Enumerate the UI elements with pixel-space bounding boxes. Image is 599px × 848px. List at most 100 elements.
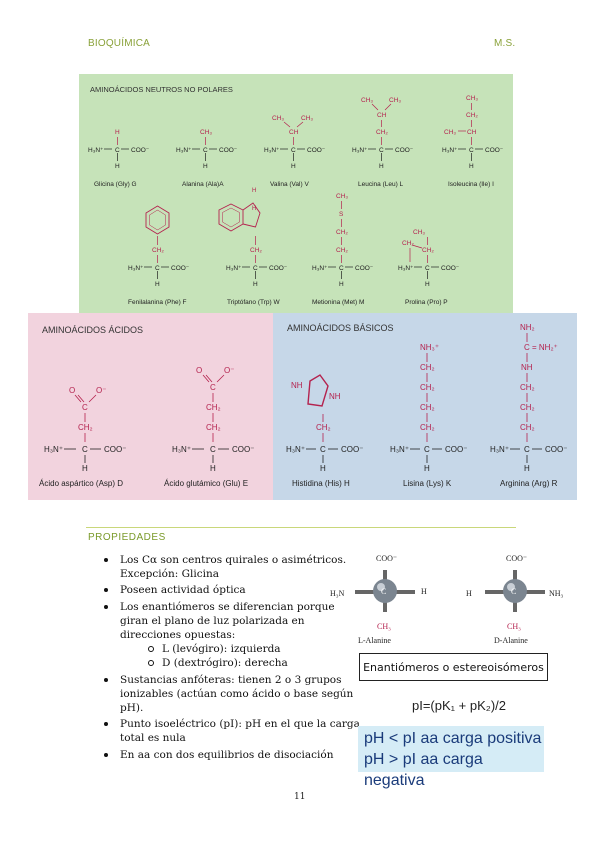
proline-structure: H₃N⁺ C COO⁻ H CH₂ CH₂ CH₃ Prolina (Pro) … xyxy=(398,229,460,306)
svg-text:COO⁻: COO⁻ xyxy=(441,265,460,272)
svg-text:COO⁻: COO⁻ xyxy=(219,147,238,154)
svg-text:H: H xyxy=(421,587,427,596)
glutamic-acid-name: Ácido glutámico (Glu) E xyxy=(164,479,248,488)
svg-text:H: H xyxy=(82,464,88,473)
svg-text:H₃N: H₃N xyxy=(330,589,345,598)
isoelectric-formula: pI=(pK₁ + pK₂)/2 xyxy=(412,698,506,713)
svg-text:C: C xyxy=(82,403,88,412)
ph-line-positive: pH < pI aa carga positiva xyxy=(364,730,542,747)
svg-text:NH₃: NH₃ xyxy=(549,589,564,598)
svg-text:CH₂: CH₂ xyxy=(420,383,435,392)
glutamic-acid-structure: H₃N⁺ C COO⁻ H CH₂ CH₂ C O O⁻ Ácido glutá… xyxy=(164,366,254,488)
sublist-item: L (levógiro): izquierda xyxy=(148,642,364,656)
svg-text:H: H xyxy=(253,281,258,288)
header-author: M.S. xyxy=(494,38,516,49)
list-item: Punto isoeléctrico (pI): pH en el que la… xyxy=(104,717,364,745)
histidine-structure: H₃N⁺ C COO⁻ H CH₂ NH NH Histidina (His) … xyxy=(286,374,363,488)
svg-text:CH₃: CH₃ xyxy=(444,129,456,136)
leucine-name: Leucina (Leu) L xyxy=(358,181,404,188)
svg-text:H₃N⁺: H₃N⁺ xyxy=(176,147,192,154)
list-item: Sustancias anfóteras: tienen 2 o 3 grupo… xyxy=(104,673,364,716)
svg-text:C: C xyxy=(381,587,386,596)
proline-name: Prolina (Pro) P xyxy=(405,299,448,306)
svg-text:H: H xyxy=(155,281,160,288)
svg-text:CH₃: CH₃ xyxy=(389,97,401,104)
svg-text:CH: CH xyxy=(467,129,477,136)
svg-text:H: H xyxy=(320,464,326,473)
methionine-name: Metionina (Met) M xyxy=(312,299,364,306)
tryptophan-structure: H₃N⁺ C COO⁻ H CH₂ H H Triptófano (Trp) W xyxy=(218,188,288,306)
svg-text:H₃N⁺: H₃N⁺ xyxy=(390,445,409,454)
properties-list: Los Cα son centros quirales o asimétrico… xyxy=(104,553,364,764)
list-item: Poseen actividad óptica xyxy=(104,583,364,597)
svg-text:C: C xyxy=(469,147,474,154)
l-alanine-label: L-Alanine xyxy=(358,636,391,645)
svg-text:H: H xyxy=(115,129,120,136)
svg-text:O: O xyxy=(69,386,75,395)
svg-text:H: H xyxy=(469,163,474,170)
sublist: L (levógiro): izquierda D (dextrógiro): … xyxy=(120,642,364,670)
svg-text:CH₂: CH₂ xyxy=(422,247,434,254)
svg-text:H: H xyxy=(424,464,430,473)
svg-text:CH₂: CH₂ xyxy=(336,247,348,254)
svg-text:H: H xyxy=(252,188,256,194)
svg-text:COO⁻: COO⁻ xyxy=(395,147,414,154)
svg-text:C: C xyxy=(511,587,516,596)
svg-text:NH: NH xyxy=(521,363,533,372)
svg-text:C: C xyxy=(425,265,430,272)
svg-text:CH₂: CH₂ xyxy=(250,247,262,254)
svg-text:COO⁻: COO⁻ xyxy=(232,445,254,454)
basic-aminoacids-panel: AMINOÁCIDOS BÁSICOS xyxy=(273,313,577,500)
svg-text:C: C xyxy=(339,265,344,272)
svg-text:CH₂: CH₂ xyxy=(466,112,478,119)
svg-text:C: C xyxy=(203,147,208,154)
svg-text:CH₂: CH₂ xyxy=(206,423,221,432)
svg-text:CH: CH xyxy=(289,129,299,136)
svg-text:CH₃: CH₃ xyxy=(507,622,521,631)
svg-text:H: H xyxy=(524,464,530,473)
svg-text:COO⁻: COO⁻ xyxy=(445,445,467,454)
aspartic-acid-name: Ácido aspártico (Asp) D xyxy=(39,479,123,488)
svg-text:CH₂: CH₂ xyxy=(336,229,348,236)
list-item-text: Los enantiómeros se diferencian porque g… xyxy=(120,600,335,642)
svg-text:O⁻: O⁻ xyxy=(224,366,234,375)
svg-text:C: C xyxy=(524,445,530,454)
svg-text:C: C xyxy=(210,445,216,454)
svg-text:C: C xyxy=(320,445,326,454)
isoleucine-name: Isoleucina (Ile) I xyxy=(448,181,494,188)
svg-text:C: C xyxy=(291,147,296,154)
svg-text:COO⁻: COO⁻ xyxy=(376,554,397,563)
section-divider xyxy=(86,527,516,528)
basic-panel-title: AMINOÁCIDOS BÁSICOS xyxy=(287,323,394,333)
tryptophan-name: Triptófano (Trp) W xyxy=(227,299,280,306)
methionine-structure: H₃N⁺ C COO⁻ H CH₂ CH₂ S CH₃ Metionina (M… xyxy=(312,193,374,306)
svg-text:CH₃: CH₃ xyxy=(377,622,391,631)
svg-text:H₃N⁺: H₃N⁺ xyxy=(226,265,242,272)
svg-text:CH₃: CH₃ xyxy=(361,97,373,104)
svg-text:H₃N⁺: H₃N⁺ xyxy=(490,445,509,454)
svg-text:CH₃: CH₃ xyxy=(413,229,425,236)
sublist-item: D (dextrógiro): derecha xyxy=(148,656,364,670)
svg-text:CH₂: CH₂ xyxy=(520,403,535,412)
svg-text:CH₂: CH₂ xyxy=(520,383,535,392)
glycine-structure: H₃N⁺ C COO⁻ H H Glicina (Gly) G xyxy=(88,129,150,188)
list-item: Los enantiómeros se diferencian porque g… xyxy=(104,600,364,671)
svg-text:H: H xyxy=(252,206,256,212)
svg-text:CH₂: CH₂ xyxy=(420,423,435,432)
svg-text:H₃N⁺: H₃N⁺ xyxy=(128,265,144,272)
svg-text:NH: NH xyxy=(291,381,303,390)
svg-text:CH₃: CH₃ xyxy=(466,95,478,102)
ph-line-negative: pH > pI aa carga negativa xyxy=(364,751,483,789)
neutral-aminoacids-panel: AMINOÁCIDOS NEUTROS NO POLARES xyxy=(79,74,513,315)
valine-name: Valina (Val) V xyxy=(270,181,309,188)
svg-text:H₃N⁺: H₃N⁺ xyxy=(398,265,414,272)
neutral-panel-title: AMINOÁCIDOS NEUTROS NO POLARES xyxy=(90,85,233,94)
glycine-name: Glicina (Gly) G xyxy=(94,181,137,188)
svg-text:COO⁻: COO⁻ xyxy=(355,265,374,272)
arginine-name: Arginina (Arg) R xyxy=(500,479,558,488)
alanine-name: Alanina (Ala)A xyxy=(182,181,224,188)
svg-text:CH₃: CH₃ xyxy=(200,129,212,136)
enantiomers-figure: C COO⁻ H₃N H CH₃ L-Alanine C COO⁻ H NH₃ … xyxy=(330,554,564,645)
svg-text:COO⁻: COO⁻ xyxy=(307,147,326,154)
svg-text:C: C xyxy=(379,147,384,154)
